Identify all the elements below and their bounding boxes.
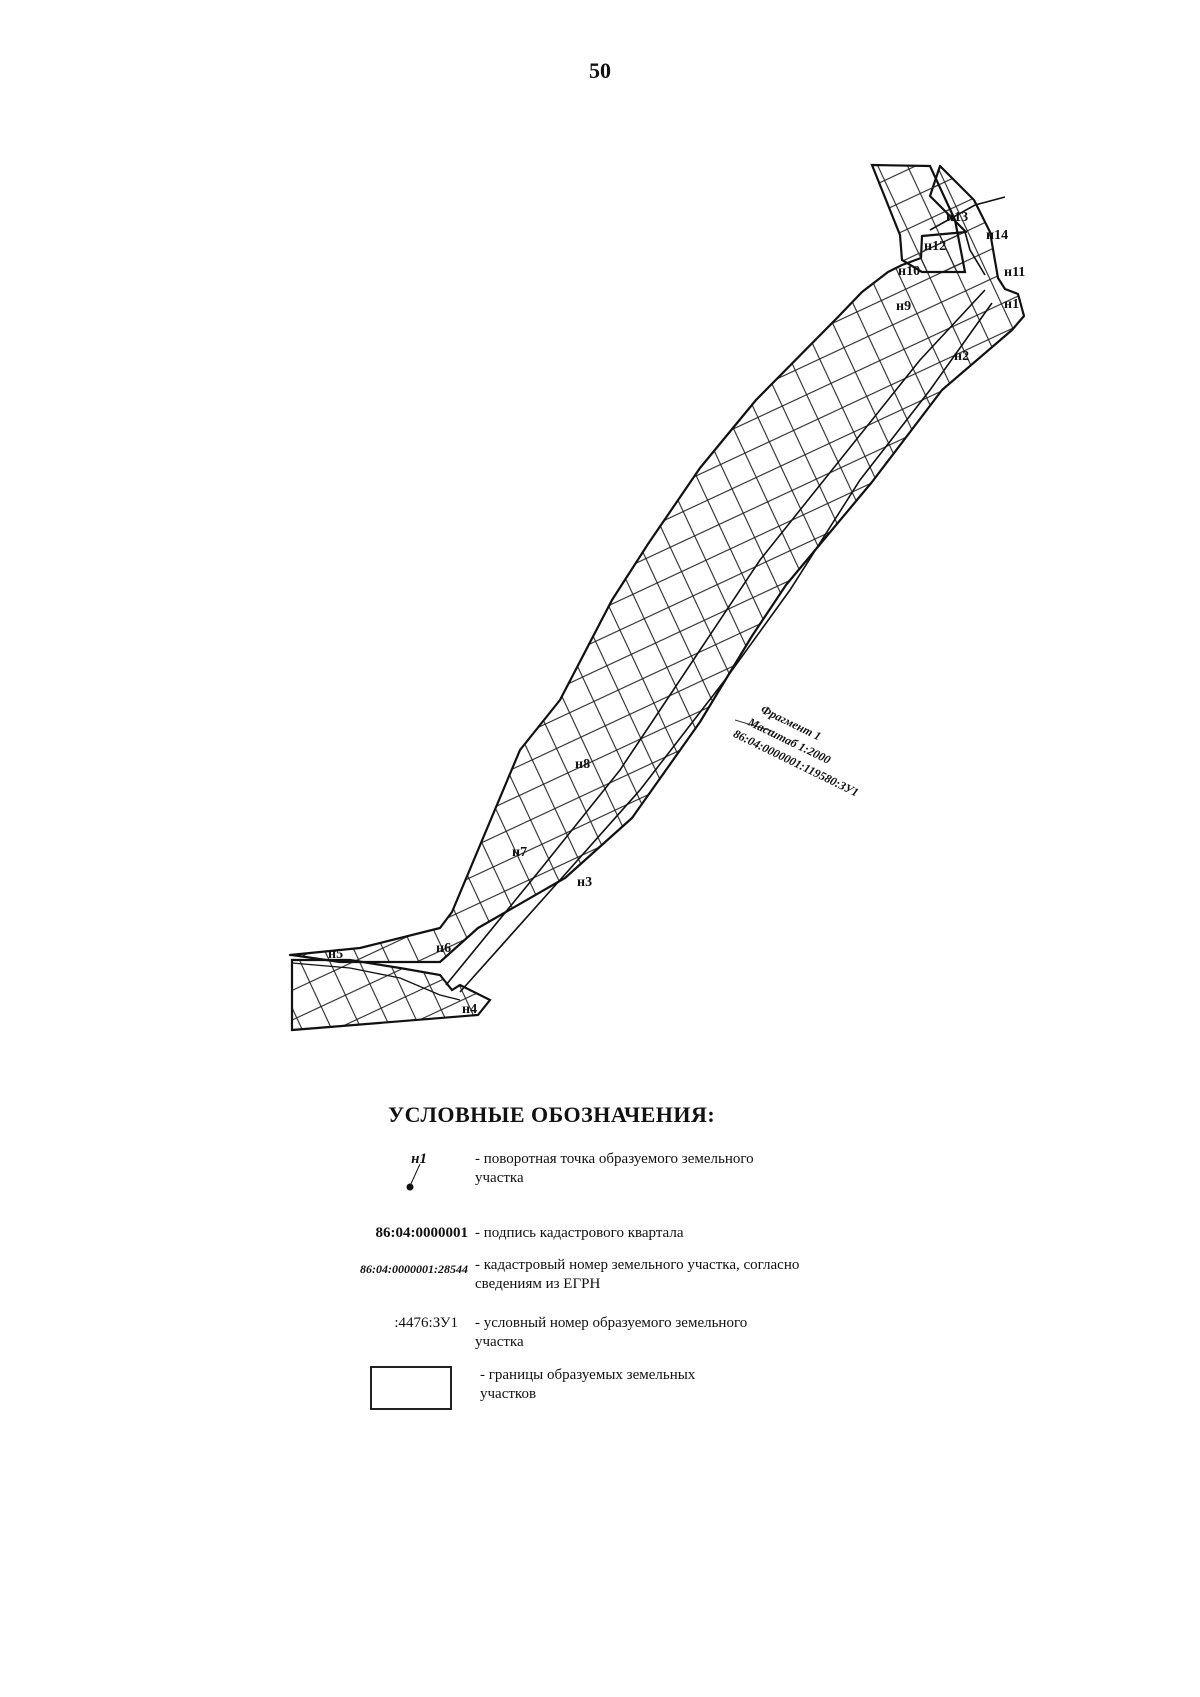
point-n13: н13 — [946, 210, 968, 225]
legend-desc-conditional: - условный номер образуемого земельного … — [475, 1315, 748, 1350]
legend-boundary-box — [370, 1366, 452, 1410]
legend-symbol-conditional: :4476:ЗУ1 — [394, 1315, 458, 1331]
point-n1: н1 — [1004, 297, 1019, 312]
legend-symbol-cadastral: 86:04:0000001:28544 — [360, 1262, 468, 1276]
inner-line-2 — [445, 289, 986, 986]
point-n8: н8 — [575, 757, 590, 772]
point-n3: н3 — [577, 875, 592, 890]
point-n4: н4 — [462, 1002, 477, 1017]
point-n9: н9 — [896, 299, 911, 314]
legend-desc-quarter: - подпись кадастрового квартала — [475, 1225, 684, 1241]
legend-desc-point: - поворотная точка образуемого земельног… — [475, 1151, 754, 1186]
fragment-note: Фрагмент 1 Масштаб 1:2000 86:04:0000001:… — [731, 702, 861, 799]
page-number: 50 — [589, 58, 611, 83]
cadastral-map: н1 н2 н3 н4 н5 н6 н7 н8 н9 н10 н11 н12 н… — [288, 163, 1026, 1032]
parcel-area — [288, 164, 1026, 964]
inner-line-3 — [291, 962, 461, 1001]
point-n10: н10 — [898, 264, 920, 279]
turning-point-icon — [406, 1163, 421, 1191]
legend-title: УСЛОВНЫЕ ОБОЗНАЧЕНИЯ: — [388, 1102, 716, 1127]
parcel-upper-area — [870, 163, 967, 274]
inner-line — [459, 302, 993, 993]
point-n5: н5 — [328, 947, 343, 962]
upper-line-2 — [964, 231, 986, 276]
legend-desc-boundary: - границы образуемых земельных участков — [480, 1367, 696, 1402]
fragment-leader — [734, 719, 776, 733]
upper-line — [929, 196, 1006, 231]
parcel-lower-area — [290, 958, 492, 1032]
point-n14: н14 — [986, 228, 1008, 243]
legend-symbol-point: н1 — [411, 1151, 427, 1167]
legend-desc-cadastral: - кадастровый номер земельного участка, … — [475, 1257, 800, 1292]
point-n7: н7 — [512, 845, 527, 860]
point-n6: н6 — [436, 941, 451, 956]
legend-symbol-quarter: 86:04:0000001 — [375, 1225, 469, 1241]
point-n2: н2 — [954, 349, 969, 364]
point-n11: н11 — [1004, 265, 1025, 280]
point-n12: н12 — [924, 239, 946, 254]
